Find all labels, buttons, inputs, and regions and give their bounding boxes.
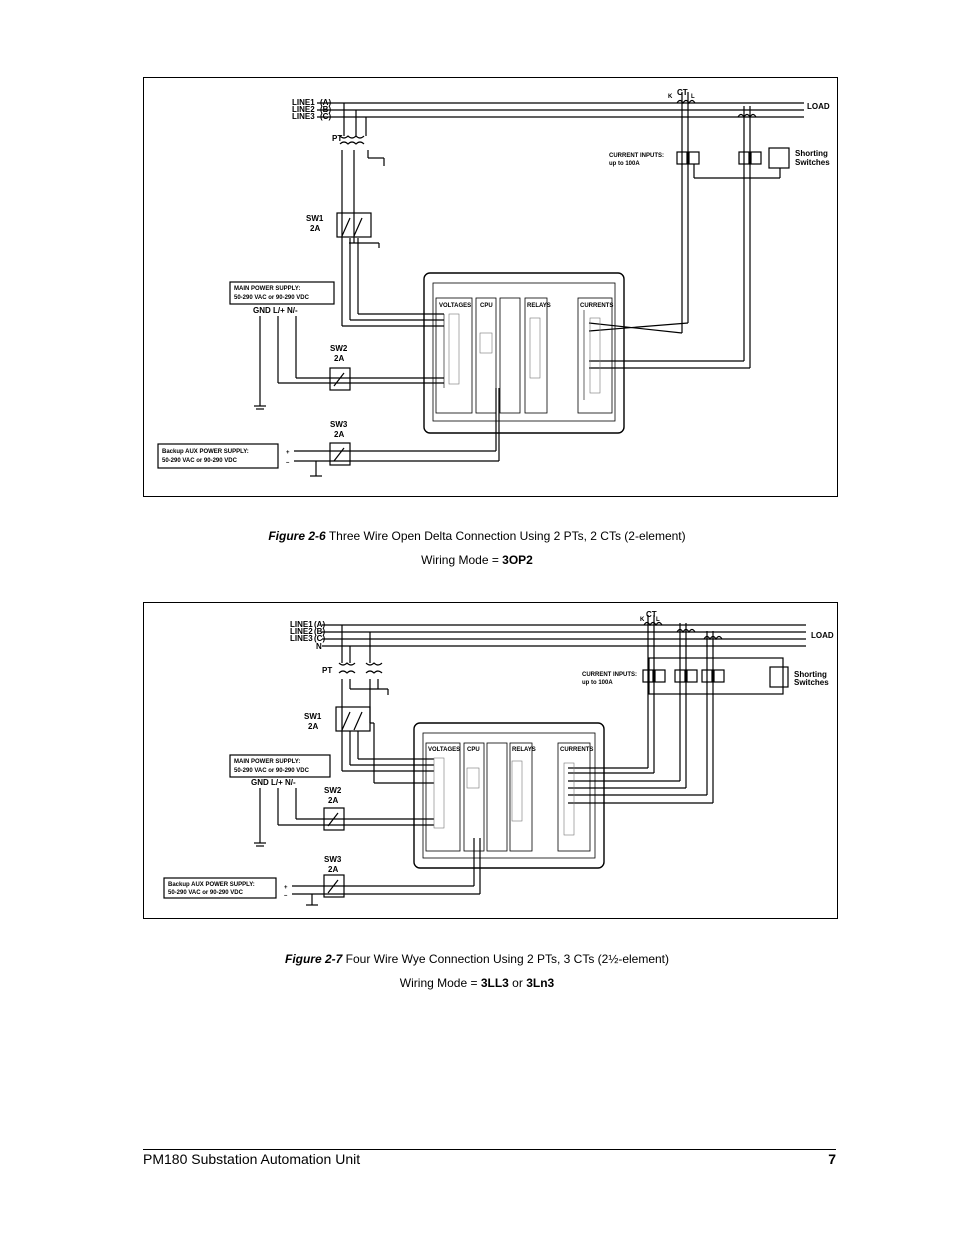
relays-module-label: RELAYS [512, 747, 536, 753]
line1-label: LINE1 [290, 620, 313, 629]
ct-label: CT [646, 610, 657, 619]
sw1-label: SW1 [306, 214, 324, 223]
load-label: LOAD [811, 631, 834, 640]
figure-2-6-diagram: LINE1 LINE2 LINE3 (A) (B) (C) LOAD CT PT… [143, 77, 838, 497]
cpu-module-label: CPU [467, 747, 480, 753]
sw1-rating: 2A [310, 224, 320, 233]
footer-rule [143, 1149, 836, 1150]
currents-module-label: CURRENTS [560, 747, 593, 753]
phase-b-label: (B) [320, 105, 331, 114]
main-supply-label: MAIN POWER SUPPLY: [234, 759, 300, 765]
phase-a-label: (A) [314, 620, 325, 629]
sw2-rating: 2A [334, 354, 344, 363]
backup-supply-label: Backup AUX POWER SUPPLY: [162, 449, 249, 455]
line2-label: LINE2 [290, 627, 313, 636]
ct-l-label: L [691, 94, 695, 100]
current-inputs-range: up to 100A [609, 161, 640, 167]
line1-label: LINE1 [292, 98, 315, 107]
current-inputs-label: CURRENT INPUTS: [609, 153, 664, 159]
current-inputs-label: CURRENT INPUTS: [582, 672, 637, 678]
ct-k-label: K [640, 617, 645, 623]
backup-supply-label: Backup AUX POWER SUPPLY: [168, 882, 255, 888]
load-label: LOAD [807, 102, 830, 111]
wiring-mode-prefix: Wiring Mode = [399, 976, 481, 990]
relays-module-label: RELAYS [527, 303, 551, 309]
line2-label: LINE2 [292, 105, 315, 114]
voltages-module-label: VOLTAGES [428, 747, 460, 753]
cpu-module-label: CPU [480, 303, 493, 309]
line3-label: LINE3 [292, 112, 315, 121]
supply-terminals-label: GND L/+ N/- [251, 778, 296, 787]
backup-supply-range: 50-290 VAC or 90-290 VDC [168, 890, 244, 896]
sw1-rating: 2A [308, 722, 318, 731]
wiring-mode-value: 3OP2 [502, 553, 533, 567]
phase-a-label: (A) [320, 98, 331, 107]
figure-2-6-caption: Figure 2-6 Three Wire Open Delta Connect… [0, 529, 954, 543]
sw2-label: SW2 [330, 344, 348, 353]
sw3-label: SW3 [324, 855, 342, 864]
supply-terminals-label: GND L/+ N/- [253, 306, 298, 315]
backup-supply-range: 50-290 VAC or 90-290 VDC [162, 458, 238, 464]
pt-label: PT [322, 666, 332, 675]
page-number: 7 [828, 1151, 836, 1167]
ct-k-label: K [668, 94, 673, 100]
line3-label: LINE3 [290, 634, 313, 643]
ct-l-label: L [656, 617, 660, 623]
figure-title: Four Wire Wye Connection Using 2 PTs, 3 … [342, 952, 670, 966]
switches-label: Switches [795, 158, 830, 167]
sw2-label: SW2 [324, 786, 342, 795]
plus-terminal-label: + [286, 450, 290, 456]
figure-number: Figure 2-6 [268, 529, 326, 543]
sw3-label: SW3 [330, 420, 348, 429]
four-wire-wye-wiring-diagram: LINE1 LINE2 LINE3 (A) (B) (C) N LOAD CT … [163, 610, 834, 906]
figure-2-7-wiring-mode: Wiring Mode = 3LL3 or 3Ln3 [0, 976, 954, 990]
sw3-rating: 2A [328, 865, 338, 874]
phase-c-label: (C) [314, 634, 325, 643]
wiring-mode-value-2: 3Ln3 [526, 976, 555, 990]
figure-2-6-wiring-mode: Wiring Mode = 3OP2 [0, 553, 954, 567]
wiring-mode-prefix: Wiring Mode = [421, 553, 503, 567]
main-supply-range: 50-290 VAC or 90-290 VDC [234, 768, 310, 774]
figure-2-7-caption: Figure 2-7 Four Wire Wye Connection Usin… [0, 952, 954, 966]
sw3-rating: 2A [334, 430, 344, 439]
sw1-label: SW1 [304, 712, 322, 721]
plus-terminal-label: + [284, 885, 288, 891]
ct-label: CT [677, 88, 688, 97]
sw2-rating: 2A [328, 796, 338, 805]
figure-title: Three Wire Open Delta Connection Using 2… [325, 529, 686, 543]
figure-number: Figure 2-7 [284, 952, 343, 966]
phase-c-label: (C) [320, 112, 331, 121]
figure-2-7-diagram: LINE1 LINE2 LINE3 (A) (B) (C) N LOAD CT … [143, 602, 838, 919]
current-inputs-range: up to 100A [582, 680, 613, 686]
wiring-mode-value-1: 3LL3 [480, 976, 509, 990]
shorting-label: Shorting [795, 149, 828, 158]
three-wire-open-delta-wiring-diagram: LINE1 LINE2 LINE3 (A) (B) (C) LOAD CT PT… [157, 88, 830, 477]
phase-b-label: (B) [314, 627, 325, 636]
switches-label: Switches [794, 678, 829, 687]
pt-label: PT [332, 134, 342, 143]
main-supply-label: MAIN POWER SUPPLY: [234, 286, 300, 292]
neutral-label: N [316, 642, 322, 651]
main-supply-range: 50-290 VAC or 90-290 VDC [234, 295, 310, 301]
minus-terminal-label: – [286, 460, 290, 466]
minus-terminal-label: – [284, 893, 288, 899]
currents-module-label: CURRENTS [580, 303, 613, 309]
footer-title: PM180 Substation Automation Unit [143, 1151, 361, 1167]
shorting-label: Shorting [794, 670, 827, 679]
voltages-module-label: VOLTAGES [439, 303, 471, 309]
wiring-mode-or: or [508, 976, 527, 990]
